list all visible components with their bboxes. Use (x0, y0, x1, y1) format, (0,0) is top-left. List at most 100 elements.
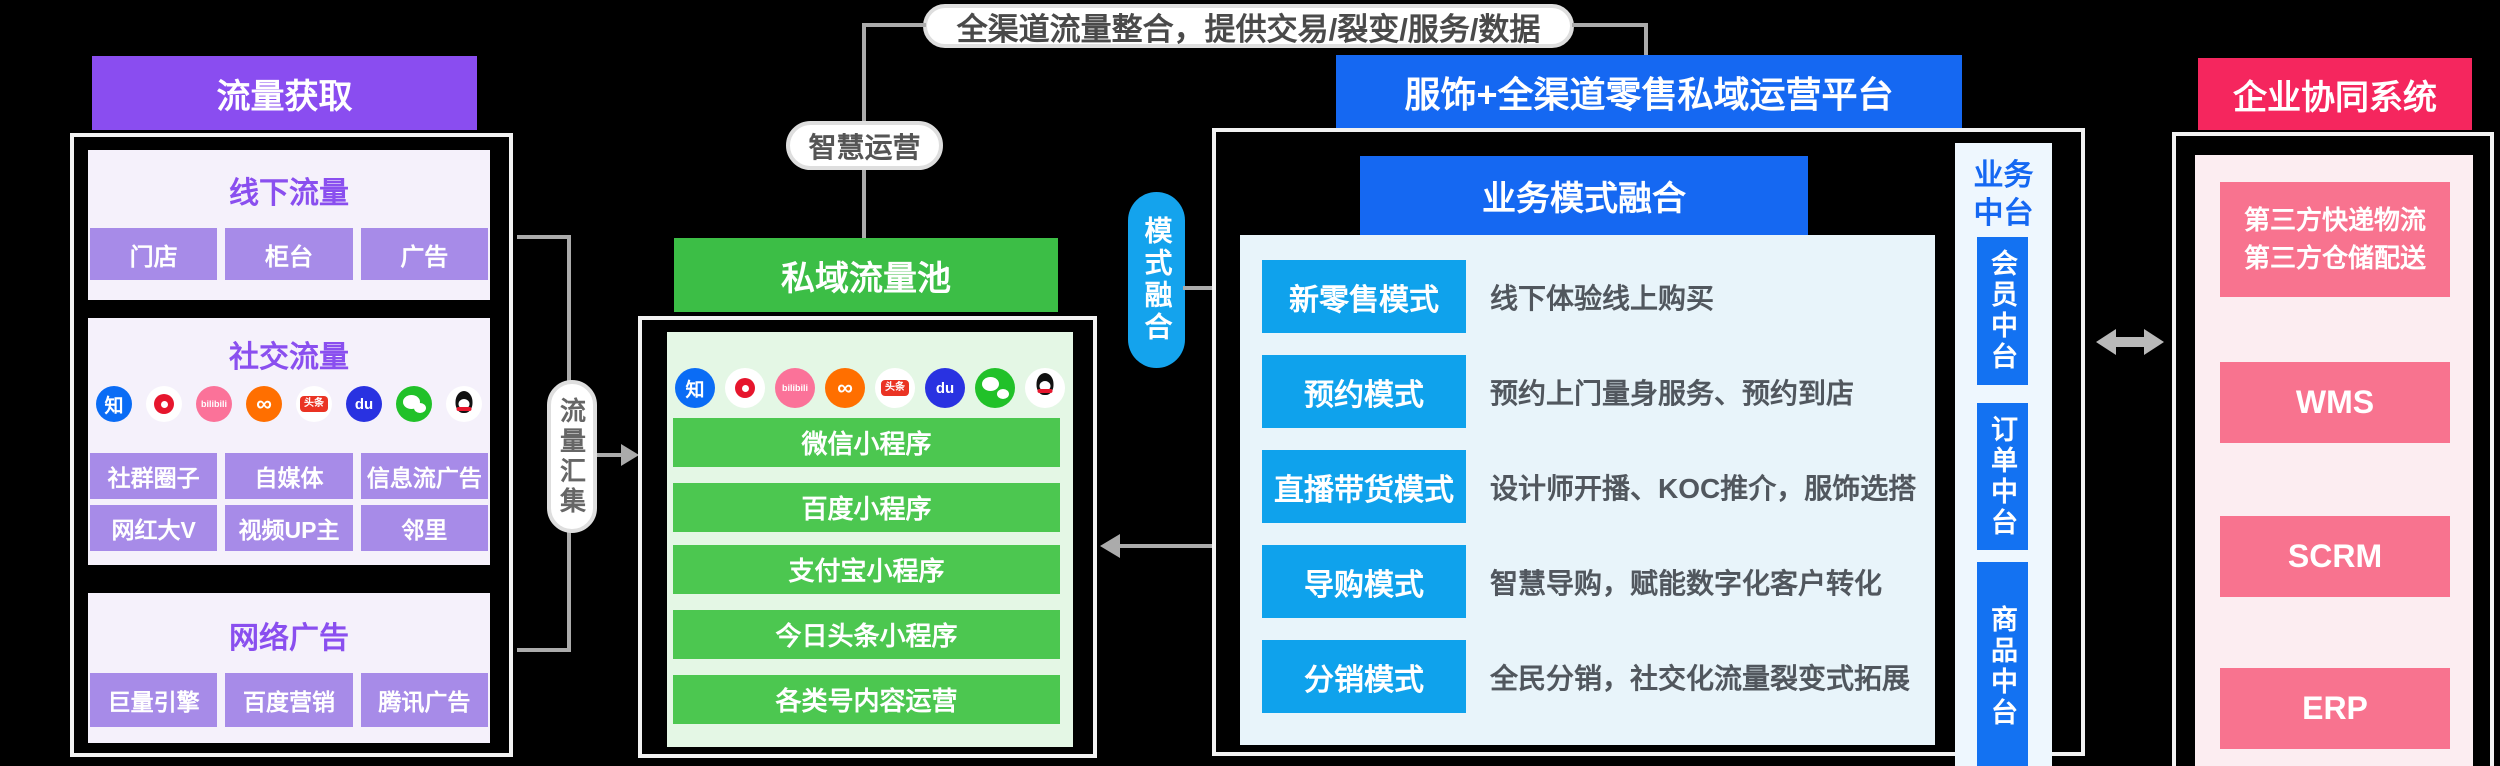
mode-new-retail: 新零售模式 (1262, 260, 1466, 333)
platform-box (1212, 128, 2085, 756)
erp-label: ERP (2302, 690, 2368, 726)
middle-office-product: 商品中台 (1977, 562, 2028, 766)
connector-line (1572, 23, 1648, 27)
scrm-label: SCRM (2287, 538, 2383, 574)
middle-office-order: 订单中台 (1977, 403, 2028, 550)
offline-traffic-panel: 线下流量 门店 柜台 广告 (88, 150, 490, 300)
bilibili-glyph: bilibili (201, 399, 227, 409)
kuaishou-glyph: ∞ (256, 391, 272, 416)
social-buttons-row1: 社群圈子 自媒体 信息流广告 (90, 453, 488, 499)
collaboration-panel: 第三方快递物流 第三方仓储配送 WMS SCRM ERP (2195, 155, 2473, 766)
smart-operation-pill: 智慧运营 (786, 121, 943, 170)
double-arrow-right-head-icon (2144, 329, 2164, 355)
bilibili-icon: bilibili (775, 368, 815, 408)
acquisition-header: 流量获取 (92, 56, 477, 130)
social-traffic-title: 社交流量 (229, 341, 349, 374)
middle-office-title-line2: 中台 (1973, 196, 2034, 230)
zhihu-icon: 知 (96, 386, 132, 422)
private-pool-box (638, 316, 1097, 758)
zhihu-icon: 知 (675, 368, 715, 408)
collaboration-title: 企业协同系统 (2233, 78, 2437, 117)
zhihu-glyph: 知 (685, 379, 705, 401)
order-center-label: 订单中台 (1987, 414, 2017, 539)
offline-buttons-row: 门店 柜台 广告 (90, 228, 488, 280)
bracket-line-top (517, 235, 571, 239)
wechat-icon (975, 368, 1015, 408)
social-icons-row: 知 bilibili ∞ 头条 du (88, 386, 490, 422)
platform-title: 服饰+全渠道零售私域运营平台 (1404, 73, 1894, 115)
qq-icon (446, 386, 482, 422)
connector-line (1183, 286, 1214, 290)
network-button-baidu-marketing: 百度营销 (225, 673, 353, 727)
connector-line (864, 23, 926, 27)
weibo-icon (725, 368, 765, 408)
connector-line (862, 168, 866, 240)
offline-button-counter: 柜台 (225, 228, 353, 280)
left-arrowhead-icon (1100, 534, 1120, 558)
middle-office-title: 业务 中台 (1955, 157, 2052, 232)
social-traffic-panel: 社交流量 知 bilibili ∞ 头条 du 社群圈子 自媒体 信息流广告 网… (88, 318, 490, 565)
smart-operation-label: 智慧运营 (808, 131, 921, 163)
private-pool-title: 私域流量池 (781, 259, 951, 298)
social-button-community: 社群圈子 (90, 453, 218, 499)
top-banner-pill: 全渠道流量整合，提供交易/裂变/服务/数据 (923, 4, 1574, 48)
weibo-eye (154, 394, 174, 414)
erp-box: ERP (2220, 668, 2450, 749)
platform-header: 服饰+全渠道零售私域运营平台 (1336, 55, 1962, 128)
kuaishou-icon: ∞ (825, 368, 865, 408)
pool-button-content-operation: 各类号内容运营 (673, 675, 1060, 724)
mode-guide: 导购模式 (1262, 545, 1466, 618)
social-button-video-uploader: 视频UP主 (225, 505, 353, 551)
mode-distribution-desc: 全民分销，社交化流量裂变式拓展 (1490, 662, 1911, 694)
double-arrow-bar (2114, 337, 2146, 347)
mode-appointment-desc: 预约上门量身服务、预约到店 (1490, 377, 1855, 409)
logistics-line2: 第三方仓储配送 (2243, 242, 2426, 273)
bracket-line-bottom (517, 648, 571, 652)
zhihu-glyph: 知 (104, 395, 124, 417)
kuaishou-icon: ∞ (246, 386, 282, 422)
baidu-glyph: du (935, 379, 955, 397)
middle-office-panel: 业务 中台 会员中台 订单中台 商品中台 (1955, 143, 2052, 766)
weibo-icon (146, 386, 182, 422)
mode-appointment: 预约模式 (1262, 355, 1466, 428)
toutiao-icon: 头条 (296, 386, 332, 422)
social-button-self-media: 自媒体 (225, 453, 353, 499)
offline-button-ad: 广告 (360, 228, 488, 280)
wms-label: WMS (2295, 384, 2375, 420)
kuaishou-glyph: ∞ (837, 375, 853, 400)
social-buttons-row2: 网红大V 视频UP主 邻里 (90, 505, 488, 551)
social-button-feed-ads: 信息流广告 (360, 453, 488, 499)
social-button-neighborhood: 邻里 (360, 505, 488, 551)
toutiao-badge: 头条 (881, 380, 909, 396)
toutiao-icon: 头条 (875, 368, 915, 408)
acquisition-title: 流量获取 (216, 77, 353, 116)
offline-button-store: 门店 (90, 228, 218, 280)
logistics-line1: 第三方快递物流 (2243, 204, 2426, 235)
scrm-box: SCRM (2220, 516, 2450, 597)
mode-livestream: 直播带货模式 (1262, 450, 1466, 523)
wms-box: WMS (2220, 362, 2450, 443)
mode-distribution: 分销模式 (1262, 640, 1466, 713)
logistics-box: 第三方快递物流 第三方仓储配送 (2220, 182, 2450, 297)
offline-traffic-title: 线下流量 (229, 177, 349, 210)
business-fusion-title: 业务模式融合 (1482, 180, 1686, 218)
mode-fusion-label: 模式融合 (1141, 216, 1173, 344)
network-ads-panel: 网络广告 巨量引擎 百度营销 腾讯广告 (88, 593, 490, 743)
top-banner-label: 全渠道流量整合，提供交易/裂变/服务/数据 (956, 11, 1541, 47)
pool-icons-row: 知 bilibili ∞ 头条 du (667, 368, 1073, 408)
private-pool-panel: 知 bilibili ∞ 头条 du 微信小程序 百度小程序 支付宝小程序 今日… (667, 332, 1073, 747)
wechat-icon (396, 386, 432, 422)
collaboration-box (2172, 132, 2494, 766)
pool-button-toutiao-miniprogram: 今日头条小程序 (673, 610, 1060, 659)
connector-line (1644, 23, 1648, 57)
weibo-eye (735, 378, 755, 398)
bilibili-icon: bilibili (196, 386, 232, 422)
network-buttons-row: 巨量引擎 百度营销 腾讯广告 (90, 673, 488, 727)
network-ads-title: 网络广告 (229, 622, 349, 655)
product-center-label: 商品中台 (1987, 605, 2017, 729)
baidu-icon: du (346, 386, 382, 422)
traffic-collect-pill: 流量汇集 (547, 380, 597, 533)
double-arrow-left-head-icon (2096, 329, 2116, 355)
mode-guide-desc: 智慧导购，赋能数字化客户转化 (1490, 567, 1883, 599)
